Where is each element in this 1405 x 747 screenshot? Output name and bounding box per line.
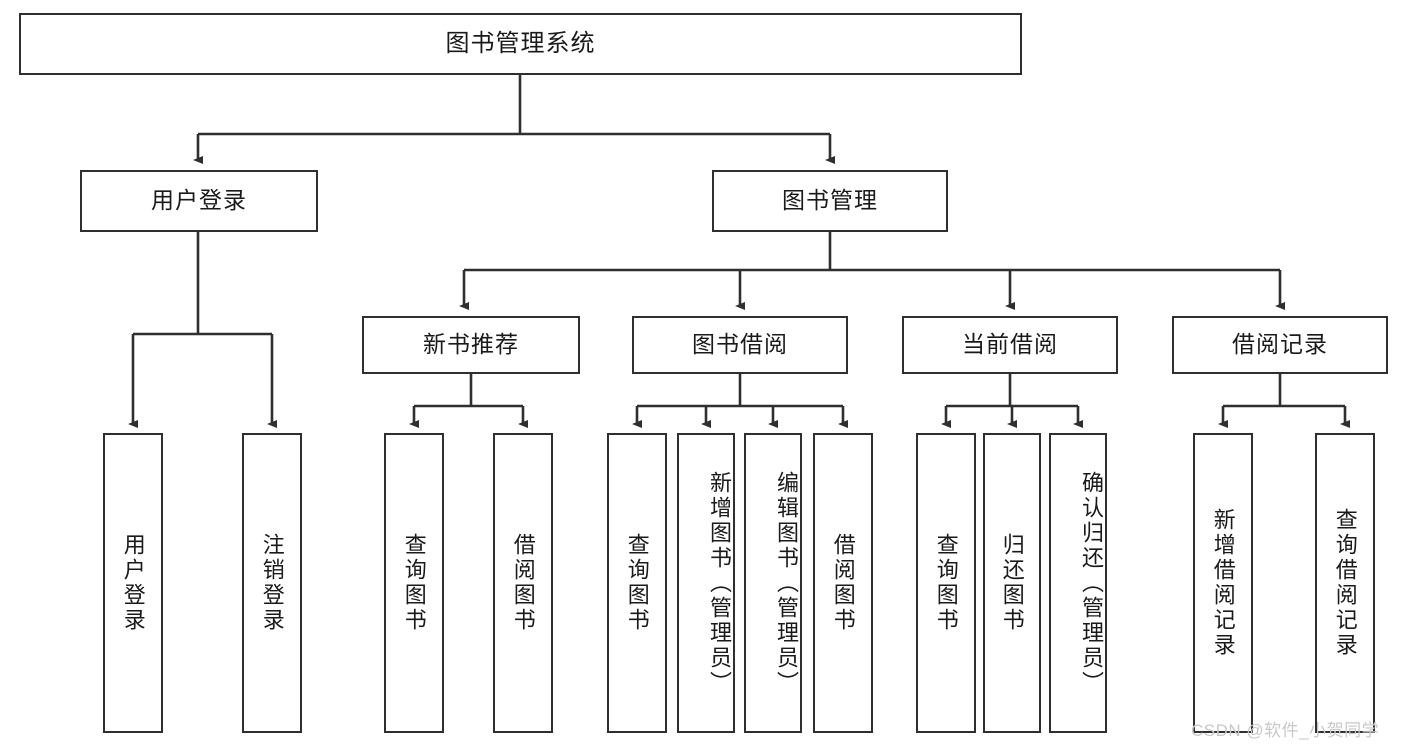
- leaf-user-login[interactable]: 用户登录: [103, 433, 163, 733]
- node-new-book-recommend[interactable]: 新书推荐: [362, 316, 580, 374]
- node-current-borrow[interactable]: 当前借阅: [902, 316, 1118, 374]
- leaf-borrow-book[interactable]: 借阅图书: [813, 433, 873, 733]
- node-user-login[interactable]: 用户登录: [80, 170, 318, 232]
- leaf-edit-book-admin[interactable]: 编辑图书（管理员）: [744, 433, 802, 733]
- leaf-confirm-return-admin[interactable]: 确认归还（管理员）: [1049, 433, 1107, 733]
- leaf-query-book[interactable]: 查询图书: [607, 433, 667, 733]
- node-borrow-record[interactable]: 借阅记录: [1172, 316, 1388, 374]
- leaf-logout[interactable]: 注销登录: [242, 433, 302, 733]
- leaf-query-borrow-record[interactable]: 查询借阅记录: [1315, 433, 1375, 733]
- leaf-add-borrow-record[interactable]: 新增借阅记录: [1193, 433, 1253, 733]
- leaf-return-book[interactable]: 归还图书: [983, 433, 1041, 733]
- node-book-management[interactable]: 图书管理: [712, 170, 948, 232]
- node-book-borrow[interactable]: 图书借阅: [632, 316, 848, 374]
- leaf-query-book-new[interactable]: 查询图书: [384, 433, 444, 733]
- node-root-system[interactable]: 图书管理系统: [19, 13, 1022, 75]
- leaf-query-book-current[interactable]: 查询图书: [916, 433, 976, 733]
- watermark-credit: CSDN @软件_小贺同学: [1191, 721, 1380, 740]
- leaf-borrow-book-new[interactable]: 借阅图书: [493, 433, 553, 733]
- leaf-add-book-admin[interactable]: 新增图书（管理员）: [677, 433, 735, 733]
